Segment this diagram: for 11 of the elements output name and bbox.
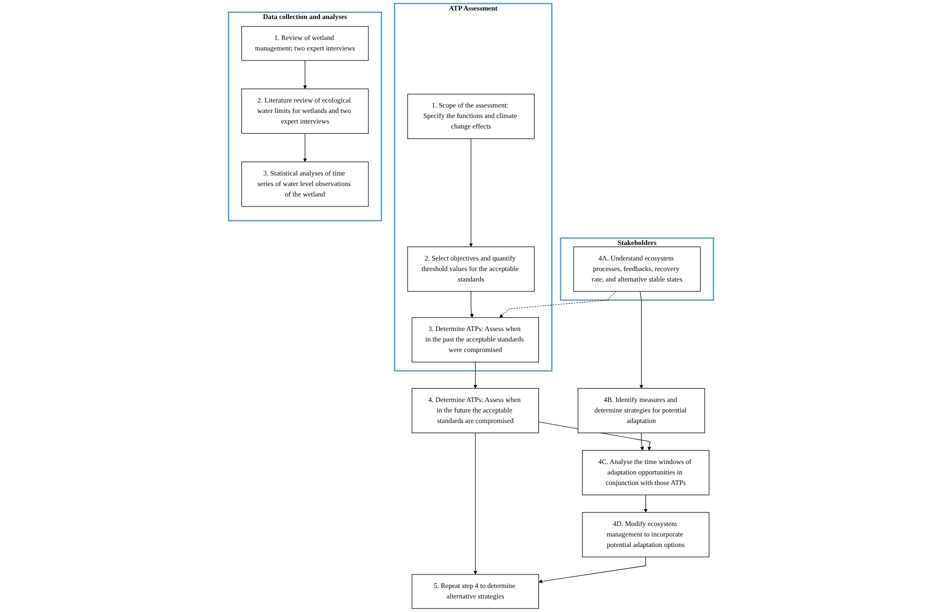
arrow: [644, 494, 648, 513]
arrow: [473, 362, 478, 389]
arrow: [469, 138, 473, 247]
arrow: [538, 556, 646, 584]
arrow: [500, 291, 616, 318]
arrow: [470, 291, 474, 318]
arrow: [639, 291, 644, 389]
arrow: [303, 133, 307, 162]
arrow: [473, 432, 478, 575]
arrow: [640, 432, 644, 451]
arrow: [303, 60, 307, 90]
